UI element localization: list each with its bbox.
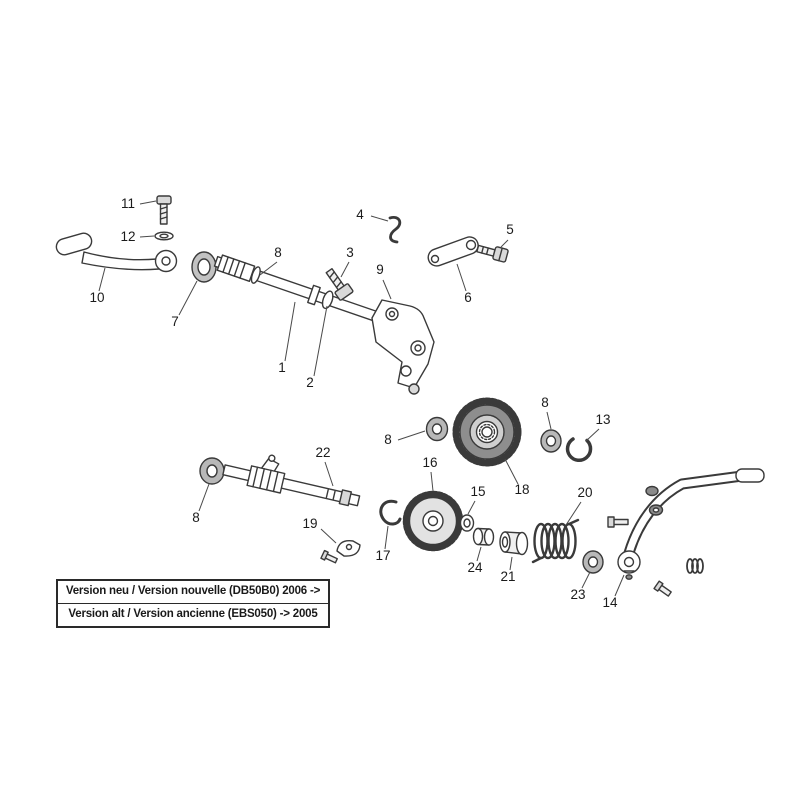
legend-line-old: Version alt / Version ancienne (EBS050) … bbox=[58, 602, 328, 626]
leader-line-1 bbox=[284, 301, 296, 362]
part-bolt-5 bbox=[476, 244, 509, 263]
legend-box: Version neu / Version nouvelle (DB50B0) … bbox=[56, 579, 330, 628]
part-label-9: 9 bbox=[376, 262, 384, 277]
part-label-17: 17 bbox=[375, 548, 390, 563]
leader-line-8 bbox=[546, 411, 552, 430]
part-label-13: 13 bbox=[595, 412, 610, 427]
part-washer-8-on-shaft bbox=[250, 266, 261, 284]
part-label-5: 5 bbox=[506, 222, 514, 237]
part-clamp-19 bbox=[320, 540, 361, 564]
part-spring-clip-4 bbox=[388, 216, 402, 244]
leader-line-10 bbox=[98, 267, 106, 292]
part-gear-shift-pedal bbox=[55, 232, 178, 273]
part-seal-7 bbox=[191, 251, 217, 283]
part-bushing-24 bbox=[472, 527, 495, 546]
part-ring-2 bbox=[321, 290, 334, 310]
part-label-8: 8 bbox=[384, 432, 392, 447]
part-return-spring-20 bbox=[531, 518, 580, 564]
part-stopper-lever-6 bbox=[427, 236, 479, 267]
leader-line-13 bbox=[585, 428, 600, 442]
leader-line-3 bbox=[340, 261, 350, 278]
leader-line-14 bbox=[614, 574, 625, 597]
leader-line-6 bbox=[456, 263, 467, 292]
part-label-7: 7 bbox=[171, 314, 179, 329]
leader-line-5 bbox=[500, 239, 509, 248]
leader-line-4 bbox=[370, 215, 389, 222]
leader-line-18 bbox=[504, 458, 519, 485]
leader-line-8 bbox=[198, 483, 210, 512]
leader-line-17 bbox=[384, 525, 389, 550]
part-washer-8-c bbox=[199, 457, 225, 485]
part-label-14: 14 bbox=[602, 595, 618, 610]
leader-line-21 bbox=[509, 556, 513, 571]
part-gear-18 bbox=[452, 397, 522, 467]
part-washer-15 bbox=[459, 514, 475, 532]
part-label-22: 22 bbox=[315, 445, 330, 460]
part-label-23: 23 bbox=[570, 587, 585, 602]
part-seal-23 bbox=[582, 550, 604, 574]
part-small-bolt bbox=[607, 516, 629, 528]
part-label-11: 11 bbox=[121, 196, 135, 211]
leader-line-8 bbox=[397, 430, 426, 441]
part-clamp-boss-14 bbox=[617, 550, 641, 580]
part-label-4: 4 bbox=[356, 207, 364, 222]
part-label-10: 10 bbox=[89, 290, 104, 305]
part-bolt-3 bbox=[325, 267, 354, 301]
part-label-24: 24 bbox=[467, 560, 483, 575]
part-label-3: 3 bbox=[346, 245, 354, 260]
leader-line-15 bbox=[467, 500, 476, 515]
part-washer-8-b bbox=[540, 429, 562, 453]
part-label-6: 6 bbox=[464, 290, 472, 305]
part-label-15: 15 bbox=[470, 484, 485, 499]
part-label-8: 8 bbox=[274, 245, 282, 260]
part-washer-12 bbox=[154, 231, 174, 241]
part-label-19: 19 bbox=[302, 516, 317, 531]
part-gear-16 bbox=[402, 490, 464, 552]
leader-line-23 bbox=[581, 571, 591, 589]
part-washer-8-a bbox=[425, 416, 449, 442]
leader-line-22 bbox=[324, 461, 334, 487]
part-label-2: 2 bbox=[306, 375, 314, 390]
leader-line-12 bbox=[139, 235, 155, 238]
leader-line-19 bbox=[320, 528, 337, 544]
legend-line-new: Version neu / Version nouvelle (DB50B0) … bbox=[65, 585, 321, 597]
part-bolt-11 bbox=[156, 195, 172, 225]
part-label-8: 8 bbox=[192, 510, 200, 525]
part-small-screw bbox=[653, 580, 672, 597]
part-bracket-9 bbox=[371, 299, 435, 395]
part-label-12: 12 bbox=[120, 229, 135, 244]
part-label-16: 16 bbox=[422, 455, 437, 470]
leader-line-20 bbox=[565, 501, 582, 526]
leader-line-24 bbox=[476, 546, 482, 562]
part-circlip-13 bbox=[565, 437, 593, 463]
leader-line-8 bbox=[259, 261, 278, 276]
part-label-8: 8 bbox=[541, 395, 549, 410]
part-ratchet-21 bbox=[499, 531, 529, 556]
leader-line-9 bbox=[382, 279, 392, 300]
leader-line-16 bbox=[430, 471, 434, 492]
part-label-21: 21 bbox=[500, 569, 515, 584]
part-label-18: 18 bbox=[514, 482, 529, 497]
part-small-nuts bbox=[645, 485, 664, 516]
leader-line-11 bbox=[139, 200, 157, 205]
part-kick-spindle-22 bbox=[222, 454, 361, 507]
leader-line-7 bbox=[178, 280, 198, 316]
part-wire-clip-17 bbox=[379, 499, 402, 526]
part-small-spring bbox=[686, 558, 704, 574]
part-label-1: 1 bbox=[278, 360, 286, 375]
part-label-20: 20 bbox=[577, 485, 592, 500]
leader-line-2 bbox=[313, 305, 328, 377]
